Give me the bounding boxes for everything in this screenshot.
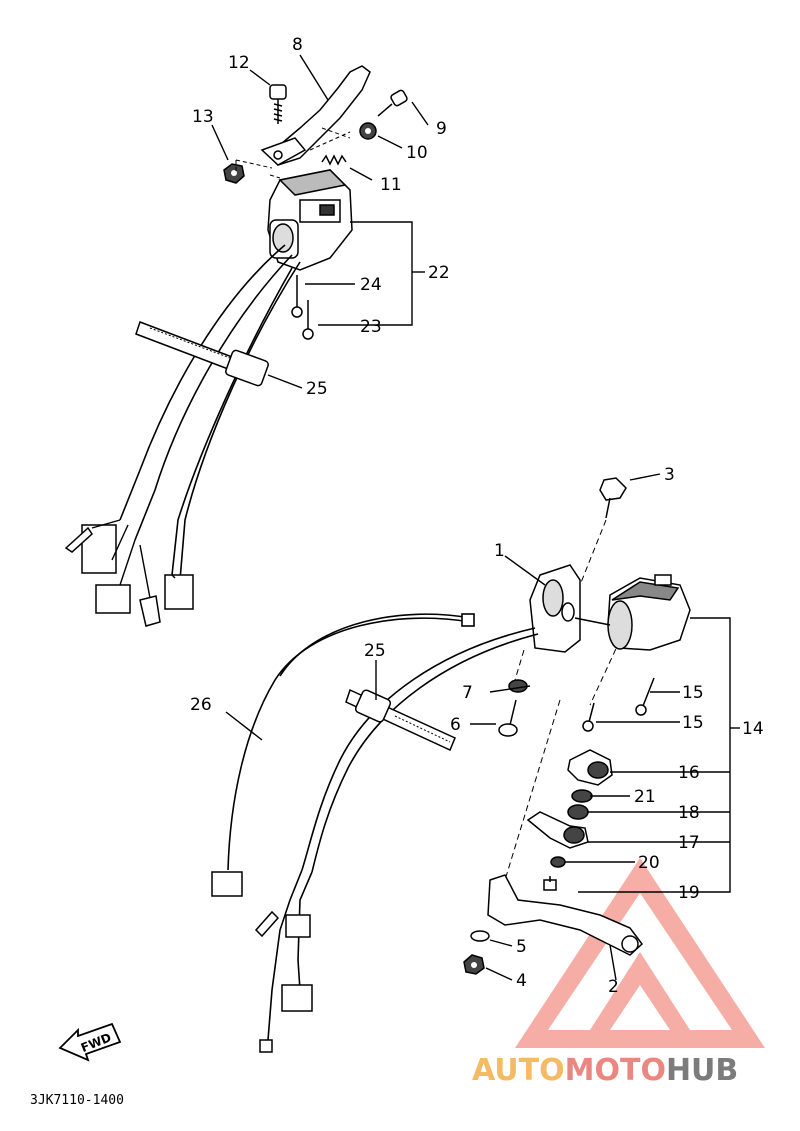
nut-4: [463, 954, 485, 975]
bolt-9: [377, 89, 408, 117]
screw-15-a: [635, 677, 655, 716]
left-wire-harness: [119, 244, 301, 581]
drawing-code: 3JK7110-1400: [30, 1093, 124, 1108]
callout-14: 14: [742, 719, 764, 739]
callout-10: 10: [406, 143, 428, 163]
washer-20: [550, 856, 566, 868]
watermark-moto: MOTO: [565, 1053, 666, 1088]
left-switch-housing: [267, 169, 353, 271]
callout-1: 1: [494, 541, 505, 561]
screw-19: [543, 876, 557, 891]
washer-5: [470, 930, 490, 942]
bracket-1: [529, 564, 581, 653]
callout-24: 24: [360, 275, 382, 295]
left-connectors: [64, 519, 194, 627]
watermark-auto: AUTO: [472, 1053, 565, 1088]
callout-20: 20: [638, 853, 660, 873]
right-connectors: [254, 910, 313, 1053]
cable-tie-25-lower: [345, 688, 456, 752]
right-wire-harness: [267, 627, 539, 1041]
callout-18: 18: [678, 803, 700, 823]
callout-8: 8: [292, 35, 303, 55]
callout-23: 23: [360, 317, 382, 337]
part-17: [526, 811, 589, 849]
callout-25-upper: 25: [306, 379, 328, 399]
callout-15-a: 15: [682, 683, 704, 703]
callout-3: 3: [664, 465, 675, 485]
callout-13: 13: [192, 107, 214, 127]
right-assembly: [211, 477, 691, 1053]
connector-26: [211, 871, 243, 897]
part-16: [567, 749, 613, 786]
spring-11: [321, 154, 347, 166]
watermark-logo: [515, 858, 765, 1048]
callout-6: 6: [450, 715, 461, 735]
callout-9: 9: [436, 119, 447, 139]
washer-7: [508, 679, 528, 693]
screw-15-b: [582, 702, 595, 732]
callout-21: 21: [634, 787, 656, 807]
callout-11: 11: [380, 175, 402, 195]
callout-17: 17: [678, 833, 700, 853]
left-lever-assembly: [64, 65, 408, 627]
callout-7: 7: [462, 683, 473, 703]
watermark-hub: HUB: [666, 1053, 738, 1088]
callout-26: 26: [190, 695, 212, 715]
callout-4: 4: [516, 971, 527, 991]
bolt-12: [269, 84, 287, 124]
callout-15-b: 15: [682, 713, 704, 733]
watermark-text: AUTOMOTOHUB: [472, 1053, 738, 1088]
right-switch-housing: [574, 574, 691, 651]
callout-25-lower: 25: [364, 641, 386, 661]
bolt-3: [599, 477, 627, 519]
fwd-arrow: FWD: [58, 1022, 122, 1062]
nut-13: [223, 163, 245, 184]
nut-10: [359, 122, 377, 140]
bolt-6: [498, 699, 518, 737]
cable-tie-25-upper: [135, 321, 269, 387]
lead-26: [227, 613, 475, 871]
callout-16: 16: [678, 763, 700, 783]
lever-2: [487, 874, 644, 956]
callout-labels: 8 12 13 9 10 11 22 24 23 25 3 1 25 26 7 …: [190, 35, 764, 997]
callout-19: 19: [678, 883, 700, 903]
washer-18: [567, 804, 589, 820]
callout-22: 22: [428, 263, 450, 283]
callout-5: 5: [516, 937, 527, 957]
washer-21: [571, 789, 593, 803]
svg-text:AUTOMOTOHUB: AUTOMOTOHUB: [472, 1053, 738, 1088]
callout-2: 2: [608, 977, 619, 997]
screw-24: [291, 275, 303, 318]
leader-lines: [211, 54, 740, 981]
callout-12: 12: [228, 53, 250, 73]
screw-23: [302, 300, 314, 340]
